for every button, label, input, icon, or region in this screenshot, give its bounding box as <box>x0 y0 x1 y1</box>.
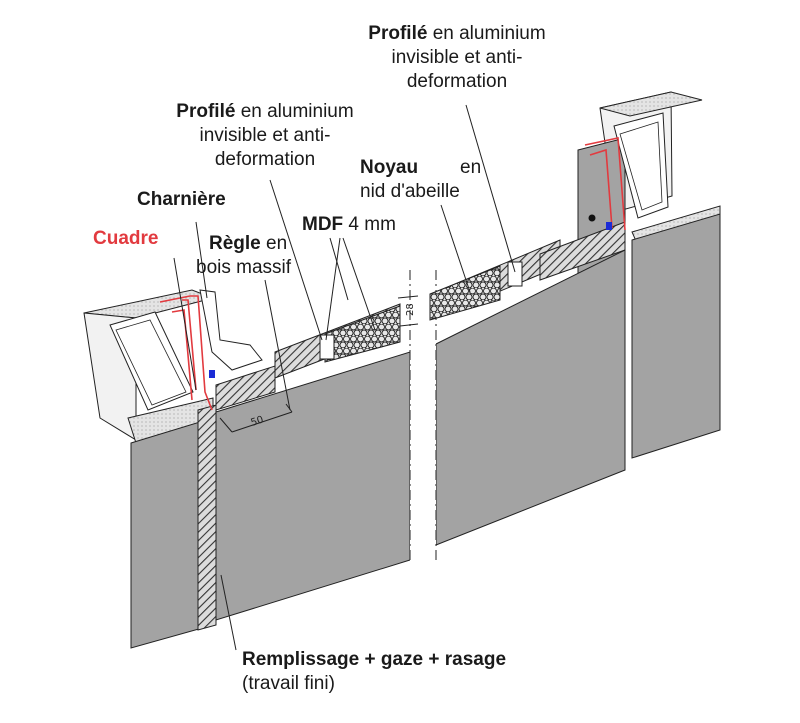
seal-left <box>209 370 215 378</box>
label-profile-right: Profilé en aluminium invisible et anti- … <box>368 23 546 92</box>
label-regle: Règle en bois massif <box>196 233 292 278</box>
dimension-50: 50 <box>219 403 293 433</box>
dimension-50-label: 50 <box>250 414 266 428</box>
label-charniere: Charnière <box>137 189 226 210</box>
door-leaf <box>215 249 626 621</box>
leader-lines <box>173 104 516 651</box>
label-cuadre: Cuadre <box>93 228 159 249</box>
door-core-section <box>199 221 626 411</box>
label-remplissage: Remplissage + gaze + rasage (travail fin… <box>242 649 507 694</box>
dimension-28: 28 <box>397 295 419 327</box>
dimension-28-label: 28 <box>405 303 416 316</box>
left-wall <box>83 289 217 649</box>
seal-right <box>606 222 612 230</box>
label-mdf: MDF 4 mm <box>302 214 396 235</box>
label-profile-left: Profilé en aluminium invisible et anti- … <box>176 101 354 170</box>
right-wall <box>577 91 721 481</box>
frame-cuadre <box>159 137 626 411</box>
